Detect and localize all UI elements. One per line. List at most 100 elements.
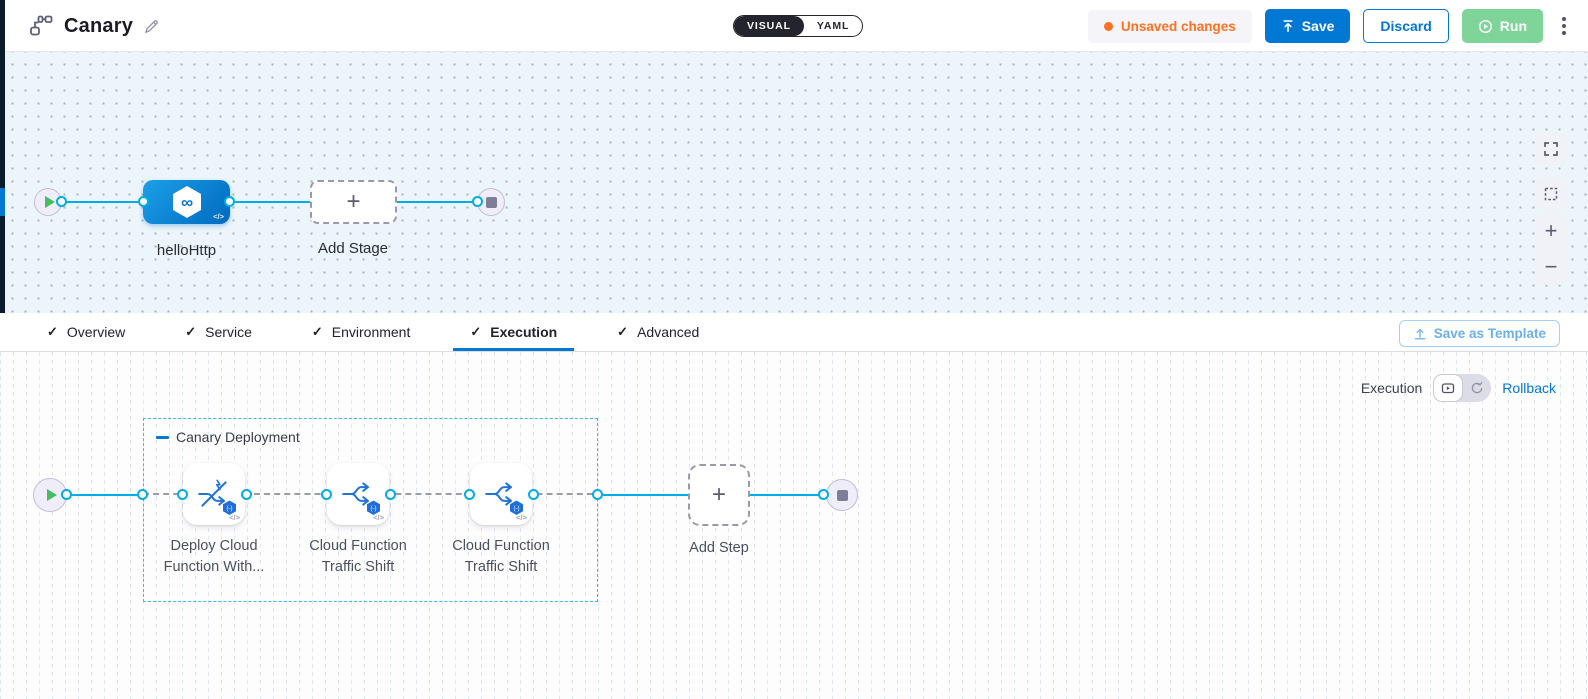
rollback-mode-button[interactable] — [1463, 381, 1491, 395]
cloud-function-hexagon-icon: ∞ — [172, 186, 201, 218]
stop-square-icon — [836, 489, 848, 501]
connector-point[interactable] — [138, 196, 149, 207]
template-upload-icon — [1414, 328, 1425, 340]
tab-execution[interactable]: ✓ Execution — [453, 313, 574, 351]
connector-point[interactable] — [241, 489, 252, 500]
connector-point[interactable] — [56, 196, 67, 207]
check-icon: ✓ — [47, 324, 58, 339]
collapsed-nav-strip[interactable] — [0, 0, 5, 313]
discard-button[interactable]: Discard — [1363, 9, 1449, 43]
connector-point[interactable] — [385, 489, 396, 500]
check-icon: ✓ — [185, 324, 197, 339]
svg-text:(-): (-) — [514, 506, 520, 512]
page-title: Canary — [64, 14, 134, 37]
code-icon: </> — [516, 513, 527, 522]
connector-point[interactable] — [472, 196, 483, 207]
unsaved-changes-badge: Unsaved changes — [1087, 9, 1252, 43]
tab-advanced[interactable]: ✓ Advanced — [600, 313, 716, 351]
marquee-select-icon — [1544, 187, 1558, 201]
collapse-dash-icon[interactable] — [156, 435, 169, 439]
execution-steps-icon — [1442, 383, 1455, 394]
nav-strip-active-segment — [0, 188, 5, 216]
cloud-functions-badge-icon: (-) — [222, 499, 237, 516]
connector-point[interactable] — [592, 489, 603, 500]
run-button[interactable]: Run — [1461, 9, 1543, 43]
discard-label: Discard — [1380, 18, 1432, 34]
connector-point[interactable] — [464, 489, 475, 500]
tab-overview[interactable]: ✓ Overview — [30, 313, 142, 351]
execution-mode-button[interactable] — [1433, 374, 1464, 402]
zoom-out-button[interactable]: − — [1544, 254, 1558, 279]
toggle-yaml[interactable]: YAML — [816, 20, 850, 32]
traffic-shift-icon — [485, 482, 513, 506]
toggle-visual[interactable]: VISUAL — [734, 16, 804, 36]
connector-point[interactable] — [224, 196, 235, 207]
zoom-controls: + − — [1535, 213, 1567, 285]
rollback-arrow-icon — [1472, 381, 1483, 394]
stop-square-icon — [485, 196, 497, 208]
execution-canvas[interactable]: Execution Rollback — [0, 352, 1588, 699]
edge-stage-addstage — [230, 201, 312, 203]
save-button[interactable]: Save — [1264, 9, 1351, 43]
connector-point[interactable] — [818, 489, 829, 500]
step-deploy-cloud-function[interactable]: (-) </> — [183, 463, 245, 525]
add-step-label: Add Step — [689, 540, 749, 556]
run-label: Run — [1499, 18, 1527, 34]
cloud-functions-badge-icon: (-) — [366, 499, 381, 516]
add-stage-button[interactable]: + — [310, 180, 397, 224]
zoom-in-button[interactable]: + — [1544, 218, 1558, 243]
unsaved-dot-icon — [1103, 21, 1113, 31]
execution-mode-controls: Execution Rollback — [1361, 374, 1556, 402]
connector-point[interactable] — [61, 489, 72, 500]
more-options-button[interactable] — [1556, 13, 1572, 39]
stage-tabbar: ✓ Overview ✓ Service ✓ Environment ✓ Exe… — [0, 313, 1588, 352]
save-as-template-button[interactable]: Save as Template — [1398, 320, 1560, 347]
code-icon: </> — [373, 513, 384, 522]
start-play-icon — [46, 489, 57, 501]
group-title: Canary Deployment — [176, 429, 300, 445]
code-icon: </> — [229, 513, 240, 522]
marquee-select-button[interactable] — [1535, 178, 1567, 210]
edge-addstep-end — [750, 494, 840, 496]
edge-start-stage — [48, 201, 145, 203]
edit-pencil-icon[interactable] — [143, 18, 160, 35]
step-label: Cloud Function Traffic Shift — [309, 538, 407, 575]
tab-label: Overview — [66, 324, 126, 340]
header-bar: Canary VISUAL YAML Unsaved changes Save — [0, 0, 1588, 52]
rollback-link[interactable]: Rollback — [1502, 380, 1556, 396]
unsaved-changes-label: Unsaved changes — [1120, 18, 1236, 34]
run-play-icon — [1478, 19, 1492, 33]
stage-node-hellohttp[interactable]: ∞ </> — [143, 180, 230, 224]
step-label: Deploy Cloud Function With... — [163, 538, 265, 575]
connector-point[interactable] — [177, 489, 188, 500]
tab-environment[interactable]: ✓ Environment — [295, 313, 428, 351]
step-label: Cloud Function Traffic Shift — [452, 538, 550, 575]
svg-text:(-): (-) — [371, 506, 377, 512]
edge-group-addstep — [603, 494, 690, 496]
canary-deployment-group[interactable]: Canary Deployment — [143, 418, 598, 602]
header-actions: Unsaved changes Save Discard Run — [1087, 0, 1572, 52]
add-step-button[interactable]: + — [688, 464, 750, 526]
header-left: Canary — [28, 0, 160, 52]
code-icon: </> — [213, 212, 224, 221]
traffic-shift-icon — [342, 482, 370, 506]
connector-point[interactable] — [528, 489, 539, 500]
start-play-icon — [44, 196, 55, 208]
group-title-row: Canary Deployment — [156, 429, 300, 445]
fullscreen-icon — [1544, 142, 1558, 156]
step-traffic-shift-1[interactable]: (-) </> — [327, 463, 389, 525]
tab-service[interactable]: ✓ Service — [168, 313, 269, 351]
connector-point[interactable] — [321, 489, 332, 500]
fullscreen-button[interactable] — [1535, 133, 1567, 165]
execution-end-node[interactable] — [826, 479, 858, 511]
deploy-no-traffic-shift-icon — [198, 479, 227, 507]
execution-rollback-toggle — [1433, 374, 1492, 402]
check-icon: ✓ — [470, 324, 482, 339]
stage-canvas[interactable]: ∞ </> + helloHttp Add Stage + — [0, 52, 1588, 313]
save-upload-icon — [1283, 20, 1293, 32]
svg-text:(-): (-) — [227, 506, 233, 512]
step-traffic-shift-2[interactable]: (-) </> — [470, 463, 532, 525]
svg-text:∞: ∞ — [180, 193, 192, 212]
plus-icon: + — [711, 481, 726, 508]
connector-point[interactable] — [137, 489, 148, 500]
